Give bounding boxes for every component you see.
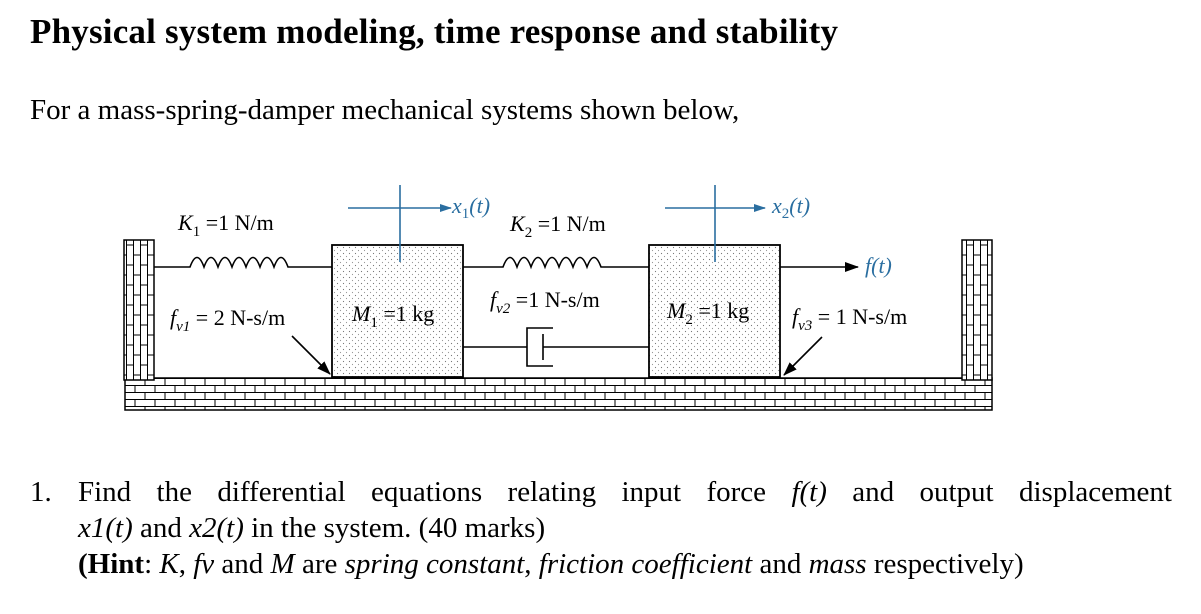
hint-line: (Hint: K, fv and M are spring constant, … bbox=[78, 548, 1024, 580]
question-line-1: Find the differential equations relating… bbox=[78, 476, 1172, 508]
fv2-label: fv2 =1 N-s/m bbox=[490, 287, 600, 317]
damper-fv2 bbox=[463, 327, 649, 367]
fv1-label: fv1 = 2 N-s/m bbox=[170, 305, 285, 335]
x2-displacement-marker bbox=[665, 185, 766, 262]
m1-label: M1 =1 kg bbox=[351, 301, 434, 331]
fv3-arrow bbox=[783, 336, 823, 376]
fv1-arrow bbox=[291, 335, 331, 375]
question-1: 1. Find the differential equations relat… bbox=[30, 474, 1172, 582]
mass-2-block bbox=[648, 244, 781, 378]
question-number: 1. bbox=[30, 476, 52, 508]
ft-label: f(t) bbox=[865, 253, 892, 278]
k1-label: K1 =1 N/m bbox=[177, 210, 274, 240]
spring-k1 bbox=[154, 256, 332, 270]
x1-displacement-marker bbox=[348, 185, 452, 262]
fv3-label: fv3 = 1 N-s/m bbox=[792, 304, 907, 334]
m2-label: M2 =1 kg bbox=[666, 298, 749, 328]
spring-k2 bbox=[463, 256, 649, 270]
x2-label: x2(t) bbox=[771, 193, 810, 222]
x1-label: x1(t) bbox=[451, 193, 490, 222]
question-line-2: x1(t) and x2(t) in the system. (40 marks… bbox=[78, 512, 546, 544]
page-title: Physical system modeling, time response … bbox=[30, 12, 839, 51]
intro-text: For a mass-spring-damper mechanical syst… bbox=[30, 94, 740, 126]
ground-wall bbox=[123, 239, 993, 411]
k2-label: K2 =1 N/m bbox=[509, 211, 606, 241]
question-body: Find the differential equations relating… bbox=[78, 474, 1172, 582]
mass-1-block bbox=[331, 244, 464, 378]
